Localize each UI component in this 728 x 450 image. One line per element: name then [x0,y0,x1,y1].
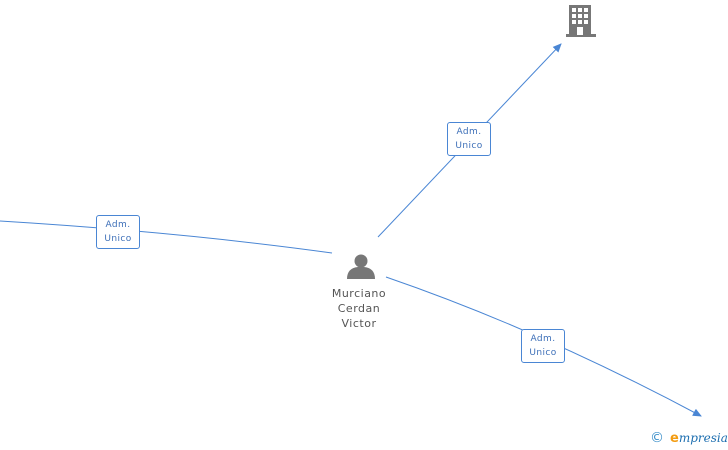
relation-label-left[interactable]: Adm. Unico [96,215,140,249]
copyright-symbol: © [650,430,664,446]
edge-left [0,220,333,254]
person-name-line: Victor [341,317,377,330]
footer-brand[interactable]: © e mpresia [650,428,728,448]
relation-label-line: Adm. [105,220,131,230]
relation-label-line: Unico [529,348,557,358]
relation-label-line: Adm. [456,127,482,137]
relation-label-line: Adm. [530,334,556,344]
person-name-line: Murciano [331,287,387,300]
person-name-line: Cerdan [337,302,381,315]
brand-name: mpresia [678,431,728,445]
relation-label-line: Unico [455,141,483,151]
brand-initial: e [670,430,679,446]
relation-label-line: Unico [104,234,132,244]
person-name[interactable]: Murciano Cerdan Victor [319,286,399,331]
relation-label-lower-right[interactable]: Adm. Unico [521,329,565,363]
building-icon[interactable] [566,5,596,37]
relation-label-upper-right[interactable]: Adm. Unico [447,122,491,156]
person-icon[interactable] [347,254,375,280]
